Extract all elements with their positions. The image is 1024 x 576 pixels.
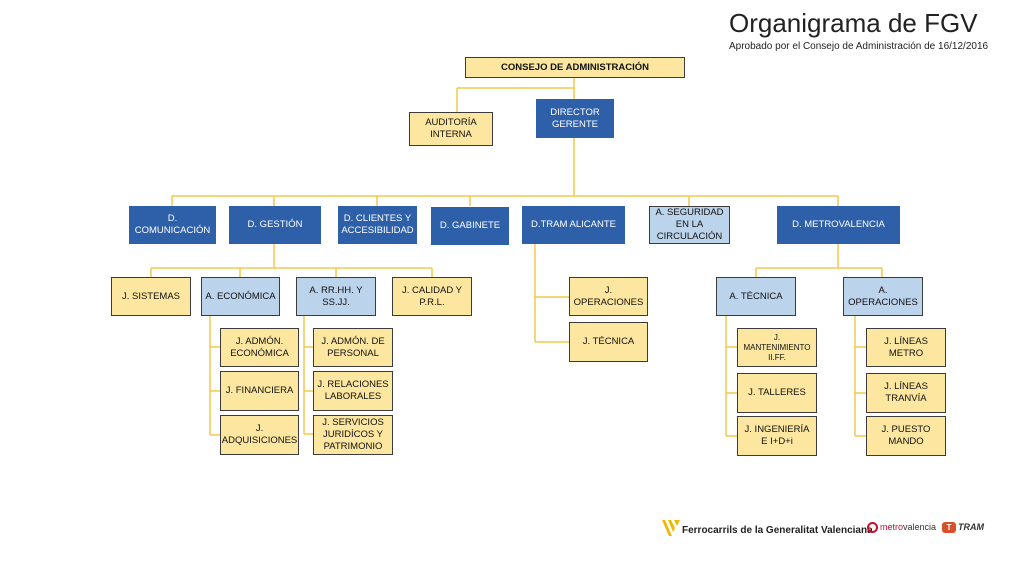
- box-j-talleres: J. TALLERES: [737, 373, 817, 413]
- metro-suffix-text: valencia: [903, 522, 937, 532]
- box-j-lineas-metro: J. LÍNEAS METRO: [866, 328, 946, 367]
- box-j-admon-personal: J. ADMÓN. DE PERSONAL: [313, 328, 393, 367]
- box-j-financiera: J. FINANCIERA: [220, 371, 299, 411]
- box-j-puesto-mando: J. PUESTO MANDO: [866, 416, 946, 456]
- fgv-logo-text: Ferrocarrils de la Generalitat Valencian…: [682, 525, 873, 536]
- box-a-rrhh-ssjj: A. RR.HH. Y SS.JJ.: [296, 277, 376, 316]
- box-d-tram-alicante: D.TRAM ALICANTE: [522, 206, 625, 244]
- box-d-metrovalencia: D. METROVALENCIA: [777, 206, 900, 244]
- page-title: Organigrama de FGV: [729, 8, 978, 38]
- metro-ring-icon: [867, 522, 878, 534]
- box-a-operaciones: A. OPERACIONES: [843, 277, 923, 316]
- box-j-operaciones-tram: J. OPERACIONES: [569, 277, 648, 316]
- box-j-tecnica-tram: J. TÉCNICA: [569, 322, 648, 362]
- box-a-economica: A. ECONÓMICA: [201, 277, 280, 316]
- metro-brand-text: metro: [880, 522, 904, 532]
- box-j-admon-economica: J. ADMÓN. ECONÓMICA: [220, 328, 299, 367]
- footer-logos: Ferrocarrils de la Generalitat Valencian…: [660, 512, 990, 552]
- box-a-tecnica: A. TÉCNICA: [716, 277, 796, 316]
- box-j-calidad-prl: J. CALIDAD Y P.R.L.: [392, 277, 472, 316]
- box-j-sistemas: J. SISTEMAS: [111, 277, 191, 316]
- tram-logo-text: TRAM: [958, 522, 984, 532]
- box-j-relaciones-laborales: J. RELACIONES LABORALES: [313, 371, 393, 411]
- fgv-logo-icon: [662, 520, 680, 536]
- box-j-ingenieria: J. INGENIERÍA E I+D+i: [737, 416, 817, 456]
- box-auditoria-interna: AUDITORÍA INTERNA: [409, 112, 493, 146]
- box-j-servicios-juridicos: J. SERVICIOS JURIDÍCOS Y PATRIMONIO: [313, 415, 393, 455]
- box-j-lineas-tranvia: J. LÍNEAS TRANVÍA: [866, 373, 946, 413]
- box-d-clientes-accesibilidad: D. CLIENTES Y ACCESIBILIDAD: [338, 206, 417, 244]
- metrovalencia-logo: metrovalencia: [867, 522, 937, 534]
- box-a-seguridad-circulacion: A. SEGURIDAD EN LA CIRCULACIÓN: [649, 206, 730, 244]
- page-subtitle: Aprobado por el Consejo de Administració…: [729, 41, 989, 52]
- box-director-gerente: DIRECTOR GERENTE: [536, 99, 614, 138]
- box-consejo-administracion: CONSEJO DE ADMINISTRACIÓN: [465, 57, 685, 78]
- tram-badge-icon: T: [942, 522, 956, 533]
- box-d-gestion: D. GESTIÓN: [229, 206, 321, 244]
- box-d-comunicacion: D. COMUNICACIÓN: [129, 206, 216, 244]
- box-j-adquisiciones: J. ADQUISICIONES: [220, 415, 299, 455]
- box-d-gabinete: D. GABINETE: [431, 207, 509, 245]
- box-j-mantenimiento: J. MANTENIMIENTO II.FF.: [737, 328, 817, 367]
